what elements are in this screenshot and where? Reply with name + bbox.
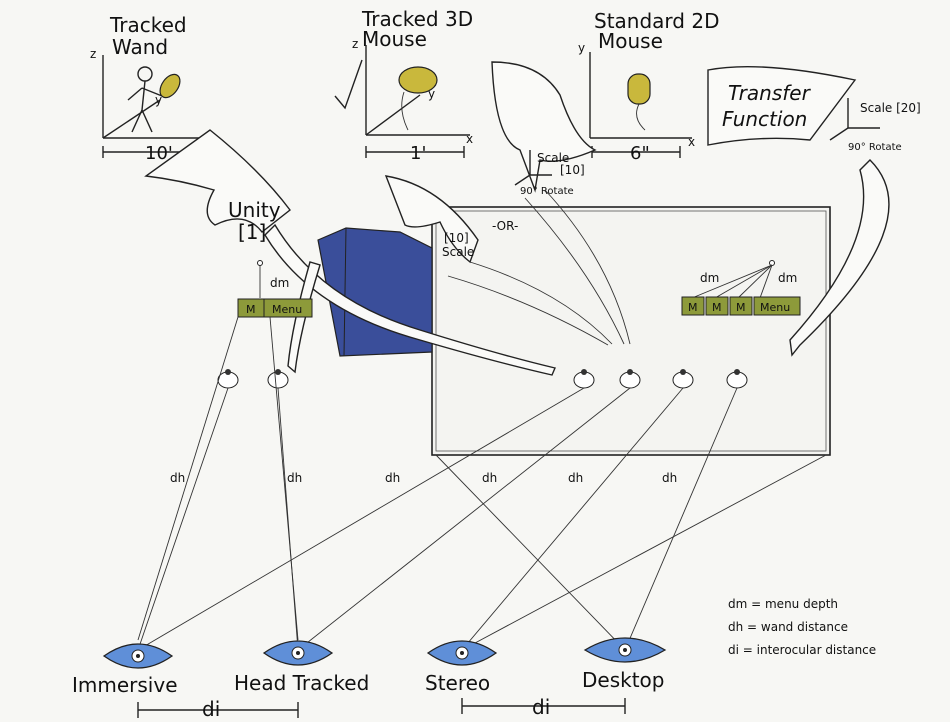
- unity-value: [1]: [238, 220, 266, 244]
- wand-title-2: Wand: [112, 35, 168, 59]
- wand-axis-z: z: [90, 47, 96, 61]
- svg-text:M: M: [246, 303, 256, 316]
- eye-stereo: [426, 640, 498, 666]
- mouse3d-axis-x: x: [466, 132, 473, 146]
- mouse3d-title-1: Tracked 3D: [361, 7, 473, 31]
- desktop-screen: [431, 206, 831, 456]
- wand-axis-y: y: [155, 93, 162, 107]
- legend: dm = menu depth dh = wand distance di = …: [728, 597, 876, 657]
- mouse3d-title-2: Mouse: [362, 27, 427, 51]
- dh-labels: dh dh dh dh dh dh: [170, 471, 677, 485]
- svg-text:dh: dh: [170, 471, 185, 485]
- mouse3d-dimension: 1': [410, 143, 426, 164]
- standard-2d-mouse-panel: Standard 2D Mouse y x 6": [578, 9, 719, 164]
- svg-text:Menu: Menu: [272, 303, 302, 316]
- right-dm-label-1: dm: [700, 271, 719, 285]
- eye-immersive: [102, 643, 174, 669]
- mouse2d-axis-y: y: [578, 41, 585, 55]
- right-menu-menu[interactable]: [753, 296, 801, 316]
- mouse2d-dimension: 6": [630, 143, 650, 164]
- right-menu-m3[interactable]: [729, 296, 753, 316]
- eye-head-tracked: [262, 640, 334, 666]
- hand-icon-1: [217, 369, 239, 389]
- label-immersive: Immersive: [72, 673, 178, 697]
- mouse2d-title-1: Standard 2D: [594, 9, 719, 33]
- mouse2d-axis-x: x: [688, 135, 695, 149]
- tracked-3d-mouse-panel: Tracked 3D Mouse z x y 1': [334, 7, 473, 164]
- label-head-tracked: Head Tracked: [234, 671, 369, 695]
- unity-arrow: [144, 129, 291, 233]
- hand-icon-4: [619, 369, 641, 389]
- svg-text:dh: dh: [287, 471, 302, 485]
- transfer-line-2: Function: [722, 107, 807, 131]
- label-stereo: Stereo: [425, 671, 490, 695]
- wand-icon: [159, 73, 181, 99]
- svg-text:M: M: [736, 301, 746, 314]
- svg-text:dh: dh: [568, 471, 583, 485]
- scale10-value: [10]: [444, 231, 469, 245]
- 2d-mouse-icon: [627, 73, 651, 105]
- interocular-left: [137, 702, 299, 718]
- svg-text:dh: dh: [482, 471, 497, 485]
- or-label: -OR-: [492, 219, 518, 233]
- mid-scale-label: Scale: [537, 151, 569, 165]
- svg-text:M: M: [688, 301, 698, 314]
- scale10-label: Scale: [442, 245, 474, 259]
- hand-icon-2: [267, 369, 289, 389]
- mid-scale-value: [10]: [560, 163, 585, 177]
- legend-dm: dm = menu depth: [728, 597, 838, 611]
- mid-arrow-panel: Scale [10] 90° Rotate: [491, 61, 597, 197]
- scale-arrow: [384, 175, 479, 264]
- interocular-right-label: di: [532, 695, 550, 719]
- unity-label: Unity: [228, 198, 281, 222]
- svg-text:dh: dh: [385, 471, 400, 485]
- mouse2d-title-2: Mouse: [598, 29, 663, 53]
- svg-text:M: M: [712, 301, 722, 314]
- tracked-wand-panel: Tracked Wand z x y 10': [90, 13, 209, 164]
- mouse3d-axis-y: y: [428, 87, 435, 101]
- wand-dimension: 10': [145, 143, 173, 164]
- svg-text:Menu: Menu: [760, 301, 790, 314]
- legend-dh: dh = wand distance: [728, 620, 848, 634]
- eye-desktop: [583, 637, 667, 663]
- sight-lines: [137, 316, 827, 651]
- svg-text:dh: dh: [662, 471, 677, 485]
- transfer-scale: Scale [20]: [860, 101, 921, 115]
- left-menu-bar: dm M Menu: [237, 260, 313, 318]
- interocular-right: [461, 698, 626, 714]
- left-dm-label: dm: [270, 276, 289, 290]
- interocular-left-label: di: [202, 697, 220, 721]
- transfer-line-1: Transfer: [728, 81, 812, 105]
- right-dm-label-2: dm: [778, 271, 797, 285]
- wand-title-1: Tracked: [109, 13, 187, 37]
- unity-ribbon-arrow: [264, 223, 556, 376]
- right-menu-bar: dm dm M M M Menu: [681, 260, 801, 316]
- mouse3d-axis-z: z: [352, 37, 358, 51]
- 3d-mouse-icon: [398, 66, 438, 94]
- left-menu-menu[interactable]: [263, 298, 313, 318]
- transfer-arrow: [789, 159, 890, 357]
- label-desktop: Desktop: [582, 668, 664, 692]
- right-menu-m1[interactable]: [681, 296, 705, 316]
- transfer-function-panel: Transfer Function Scale [20] 90° Rotate: [707, 65, 921, 153]
- person-icon: [127, 66, 163, 133]
- right-menu-m2[interactable]: [705, 296, 729, 316]
- legend-di: di = interocular distance: [728, 643, 876, 657]
- transfer-rotate: 90° Rotate: [848, 142, 902, 153]
